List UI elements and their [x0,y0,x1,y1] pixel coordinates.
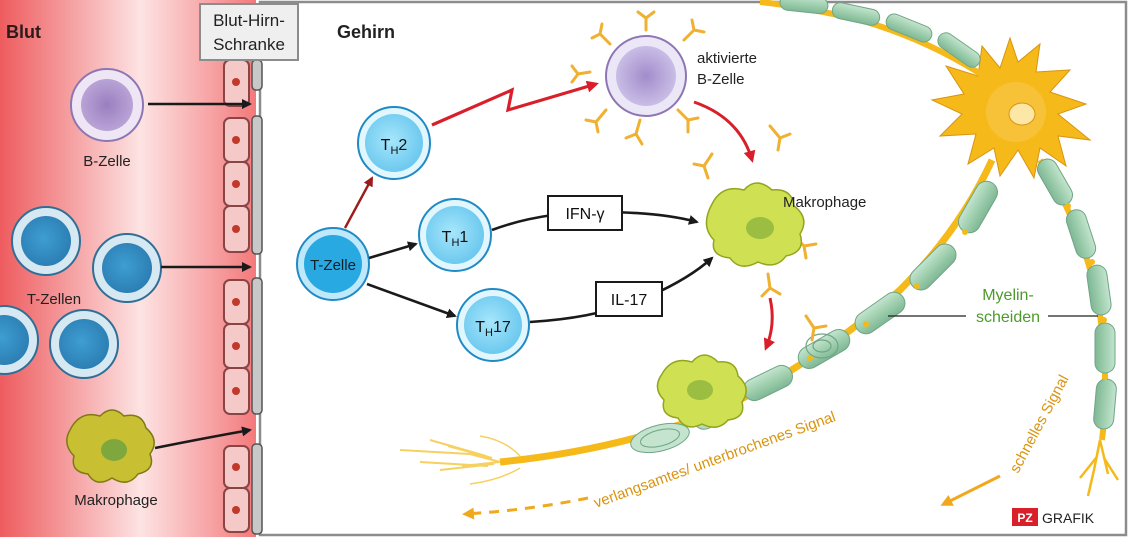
neuron-upper-branch [759,0,992,83]
antibodies [570,10,828,342]
arrow-t-to-th2 [343,176,374,229]
il17-label: IL-17 [611,292,648,309]
th2-label: TH2 [381,137,408,157]
t-cell-brain [296,227,370,301]
ifn-box [547,195,623,231]
macrophage-on-axon [656,354,747,428]
myelin-label-2: scheiden [976,309,1040,326]
neuron-soma [930,36,1092,180]
arrow-t-to-th1 [368,241,418,260]
myelin-label-1: Myelin- [982,287,1034,304]
barrier-cells [223,59,250,533]
macrophage-brain-label: Makrophage [783,194,866,211]
th2-cell [357,106,431,180]
arrow-macrophage-to-axon [763,297,775,351]
barrier-membrane [251,59,263,535]
arrow-t-to-th17 [366,282,457,318]
barrier-label-1: Blut-Hirn- [213,11,285,30]
blood-title: Blut [6,22,41,42]
pz-grafik-logo: PZ GRAFIK [1012,508,1095,526]
ifn-label: IFN-γ [565,206,604,223]
brain-title: Gehirn [337,22,395,42]
b-cell-blood-label: B-Zelle [83,153,131,170]
activated-b-label-1: aktivierte [697,50,757,67]
slow-signal-arrow [462,496,589,520]
th17-label: TH17 [475,319,511,339]
th1-cell [418,198,492,272]
macrophage-brain [705,182,805,267]
nodes-of-ranvier [807,203,1108,380]
logo-badge: PZ [1017,511,1032,525]
b-cell-blood [70,68,144,142]
t-cell-brain-label: T-Zelle [310,257,356,274]
barrier-label-box [199,3,299,61]
barrier-label-2: Schranke [213,35,285,54]
th17-cell [456,288,530,362]
macrophage-migration-arrow [154,426,252,450]
arrow-b-to-macrophage [693,100,756,163]
activated-b-label-2: B-Zelle [697,71,745,88]
t-cells-blood-label: T-Zellen [27,291,81,308]
t-cells-blood [0,206,162,379]
fast-signal-arrow [940,474,1001,506]
th2-activation-zigzag [431,80,599,127]
activated-b-cell [605,35,687,117]
macrophage-blood-label: Makrophage [74,492,157,509]
il17-box [595,281,663,317]
healthy-axon [1037,158,1120,497]
logo-text: GRAFIK [1042,510,1095,526]
macrophage-blood [66,409,155,483]
th1-label: TH1 [442,229,469,249]
